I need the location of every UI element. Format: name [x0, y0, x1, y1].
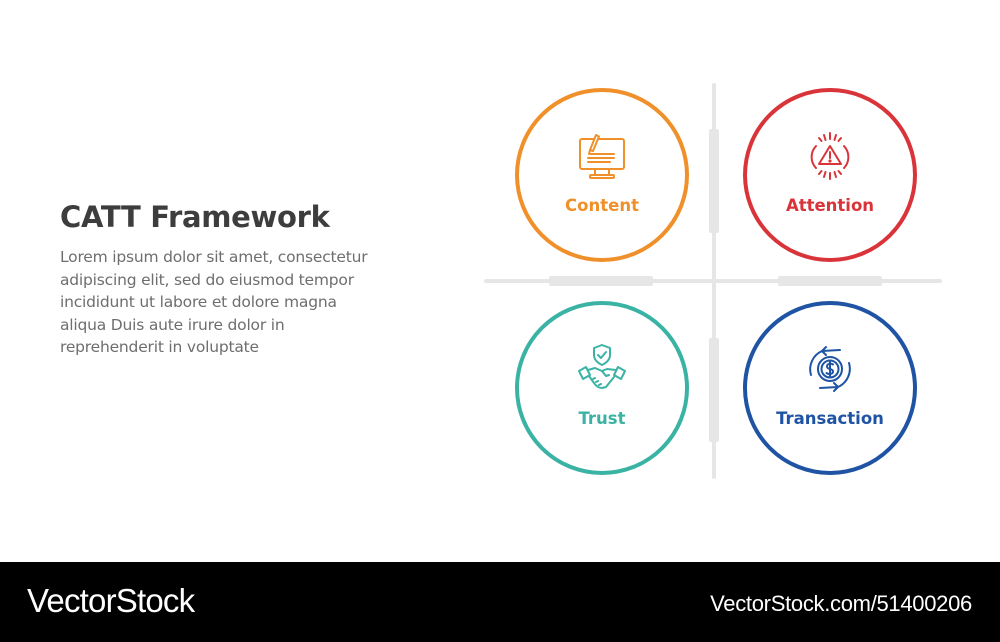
handshake-shield-icon: [578, 344, 626, 389]
description: Lorem ipsum dolor sit amet, consectetur …: [60, 246, 440, 359]
quadrant-label: Transaction: [776, 409, 884, 428]
quadrant-attention: Attention: [743, 88, 917, 262]
description-line: Lorem ipsum dolor sit amet, consectetur: [60, 248, 368, 266]
quadrant-transaction: Transaction: [743, 301, 917, 475]
quadrant-label: Attention: [785, 196, 875, 215]
horizontal-divider-segment-left: [549, 276, 653, 286]
quadrant-label: Content: [565, 196, 639, 215]
quadrant-label: Trust: [578, 409, 626, 428]
brand-logo-text: VectorStock: [27, 582, 195, 619]
description-line: incididunt ut labore et dolore magna: [60, 293, 337, 311]
monitor-pencil-icon: [579, 134, 625, 179]
description-line: reprehenderit in voluptate: [60, 338, 259, 356]
horizontal-divider-segment-right: [778, 276, 882, 286]
vertical-divider-segment-top: [709, 129, 719, 233]
page-title: CATT Framework: [60, 200, 330, 234]
quadrant-content: Content: [515, 88, 689, 262]
dollar-exchange-icon: [809, 346, 851, 392]
infographic-canvas: CATT Framework Lorem ipsum dolor sit ame…: [60, 83, 942, 479]
vertical-divider-line: [712, 83, 716, 479]
description-line: adipiscing elit, sed do eiusmod tempor: [60, 270, 354, 289]
warning-alert-icon: [810, 132, 850, 180]
vertical-divider-segment-bottom: [709, 338, 719, 442]
watermark-footer: VectorStock VectorStock.com/51400206: [0, 562, 1000, 642]
quadrant-trust: Trust: [515, 301, 689, 475]
description-line: aliqua Duis aute irure dolor in: [60, 315, 285, 334]
image-reference: VectorStock.com/51400206: [710, 591, 972, 616]
